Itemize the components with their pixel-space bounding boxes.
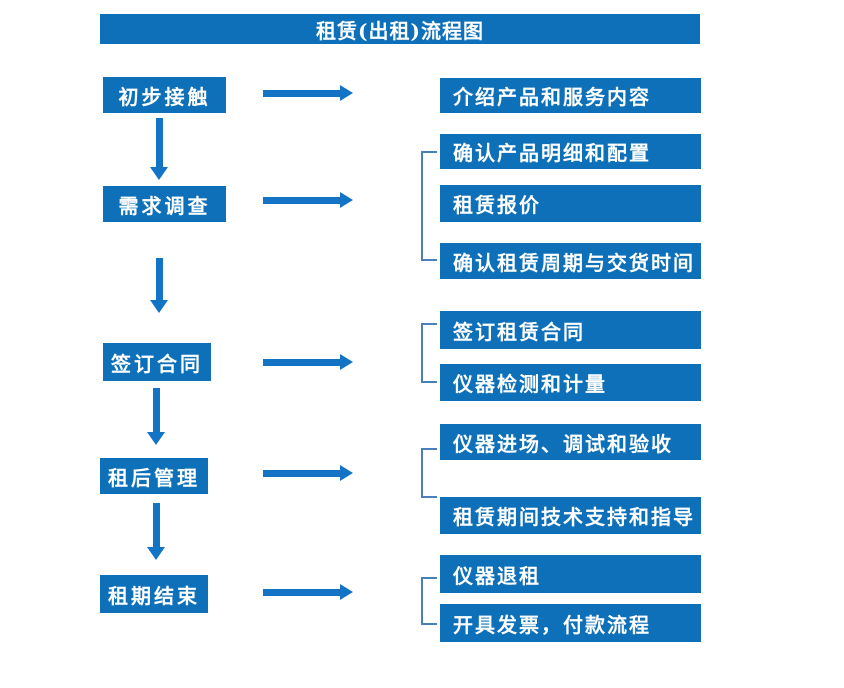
right-arrow-head [340, 85, 353, 101]
right-arrow-icon [263, 85, 353, 102]
right-arrow-shaft [263, 470, 341, 477]
step-box-rental-end: 租期结束 [100, 575, 208, 613]
right-arrow-head [340, 354, 353, 370]
down-arrow-icon [150, 118, 169, 180]
down-arrow-head [147, 432, 165, 445]
detail-box-instrument-return: 仪器退租 [440, 555, 701, 593]
detail-box-invoice-payment: 开具发票，付款流程 [440, 604, 701, 642]
right-arrow-shaft [263, 90, 341, 97]
down-arrow-shaft [153, 388, 160, 432]
right-arrow-shaft [263, 359, 341, 366]
down-arrow-shaft [153, 503, 160, 547]
right-arrow-icon [263, 584, 353, 601]
detail-box-rental-quote: 租赁报价 [440, 185, 701, 222]
step-box-demand-survey: 需求调查 [103, 186, 226, 222]
right-arrow-shaft [263, 589, 341, 596]
detail-box-confirm-product-details: 确认产品明细和配置 [440, 134, 701, 169]
right-arrow-head [340, 465, 353, 481]
step-box-post-rental-management: 租后管理 [100, 458, 208, 494]
right-arrow-shaft [263, 197, 341, 204]
down-arrow-icon [150, 258, 169, 313]
step-box-sign-contract: 签订合同 [103, 343, 211, 381]
right-arrow-icon [263, 354, 353, 371]
right-arrow-head [340, 584, 353, 600]
step-box-initial-contact: 初步接触 [103, 77, 226, 113]
down-arrow-head [150, 167, 168, 180]
down-arrow-icon [147, 503, 166, 560]
detail-box-introduce-product-services: 介绍产品和服务内容 [440, 78, 701, 113]
down-arrow-head [147, 547, 165, 560]
right-arrow-icon [263, 192, 353, 209]
down-arrow-icon [147, 388, 166, 445]
flowchart-title: 租赁(出租)流程图 [100, 14, 700, 44]
detail-box-sign-rental-contract: 签订租赁合同 [440, 311, 701, 349]
detail-box-instrument-testing: 仪器检测和计量 [440, 364, 701, 401]
right-arrow-icon [263, 465, 353, 482]
detail-box-technical-support: 租赁期间技术支持和指导 [440, 497, 701, 534]
bracket-connector [421, 448, 437, 498]
bracket-connector [421, 577, 437, 625]
down-arrow-shaft [156, 258, 163, 300]
down-arrow-shaft [156, 118, 163, 167]
detail-box-confirm-rental-period: 确认租赁周期与交货时间 [440, 243, 701, 279]
down-arrow-head [150, 300, 168, 313]
bracket-connector [421, 323, 437, 383]
detail-box-instrument-setup: 仪器进场、调试和验收 [440, 424, 701, 460]
bracket-connector [421, 151, 437, 261]
right-arrow-head [340, 192, 353, 208]
